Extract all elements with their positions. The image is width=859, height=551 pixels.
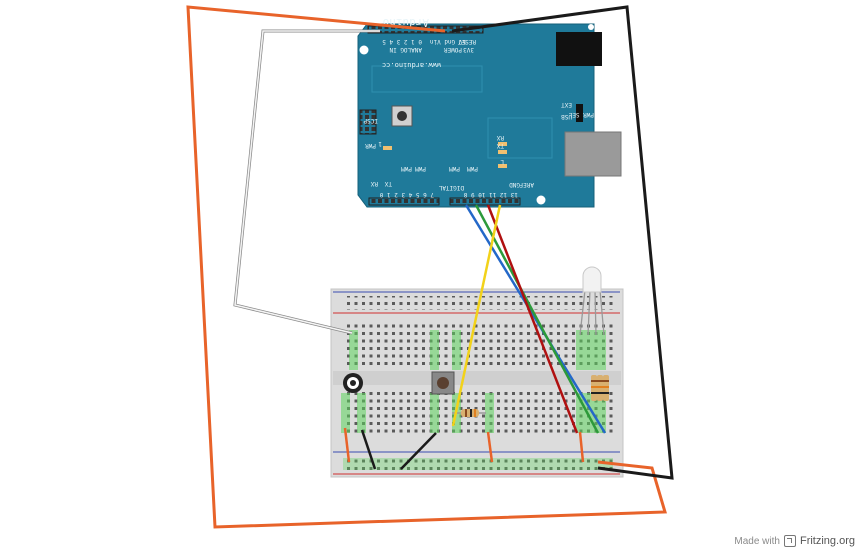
rxd-label: RX xyxy=(370,180,378,187)
wire-black-pot xyxy=(360,429,377,470)
analog-in-label: ANALOG IN xyxy=(389,46,422,53)
analog-pins-label: 0 1 2 3 4 5 xyxy=(382,38,422,45)
arduino-board: Arduino www.arduino.cc RESET 3V3 5V Gnd … xyxy=(357,16,622,208)
power-label: POWER xyxy=(444,46,462,53)
gnd-label: GND xyxy=(509,181,520,188)
rgb-led-resistors xyxy=(591,375,609,401)
power-pins-label: 5V Gnd Vin xyxy=(429,38,466,45)
fritzing-logo-icon xyxy=(783,535,796,547)
wire-orange-loop xyxy=(186,5,667,529)
rgb-led xyxy=(579,266,605,336)
wire-red xyxy=(486,204,579,434)
power-jack xyxy=(556,32,602,66)
reset-label: RESET xyxy=(458,38,476,45)
aref-label: AREF xyxy=(519,181,534,188)
fritzing-watermark: Made with Fritzing.org xyxy=(734,535,855,547)
resistor-button xyxy=(452,409,486,417)
potentiometer xyxy=(343,373,363,393)
ext-label: EXT xyxy=(561,101,572,108)
pwr-label: PWR xyxy=(365,142,376,149)
made-with-label: Made with xyxy=(734,535,780,547)
tx-label: TX xyxy=(496,142,504,149)
wires xyxy=(186,5,674,529)
usb-connector xyxy=(564,131,622,177)
digital-header-high xyxy=(449,197,521,206)
digital-low-pins-label: 7 6 5 4 3 2 1 0 xyxy=(379,191,434,198)
wire-orange-led xyxy=(578,431,585,463)
pwm-label-3: PWM xyxy=(415,165,426,172)
wire-yellow xyxy=(451,204,502,427)
pwm-label-1: PWM xyxy=(467,165,478,172)
wire-green xyxy=(474,204,600,434)
pwm-label-4: PWM xyxy=(401,165,412,172)
digital-label: DIGITAL xyxy=(438,184,464,191)
breadboard xyxy=(330,288,624,478)
digital-high-pins-label: 13 12 11 10 9 8 xyxy=(463,191,518,198)
pwm-label-2: PWM xyxy=(449,165,460,172)
wire-black-gnd xyxy=(451,5,674,480)
fritzing-brand-label: Fritzing.org xyxy=(799,535,855,547)
icsp-header xyxy=(359,109,377,135)
usb-label: USB xyxy=(561,113,572,120)
one-label: 1 xyxy=(378,140,382,147)
txd-label: TX xyxy=(384,180,392,187)
wire-black-button xyxy=(400,432,437,470)
digital-header-low xyxy=(368,197,440,206)
wire-blue xyxy=(464,204,607,434)
rx-label: RX xyxy=(496,134,504,141)
wire-orange-pot xyxy=(343,427,351,463)
url-label: www.arduino.cc xyxy=(382,61,441,69)
icsp-label: ICSP xyxy=(363,117,378,124)
wire-orange-button xyxy=(486,431,494,463)
l-label: L xyxy=(500,158,504,165)
v33-label: 3V3 xyxy=(463,46,474,53)
pwr-sel-label: PWR SEL xyxy=(568,111,594,118)
pushbutton xyxy=(431,371,455,395)
